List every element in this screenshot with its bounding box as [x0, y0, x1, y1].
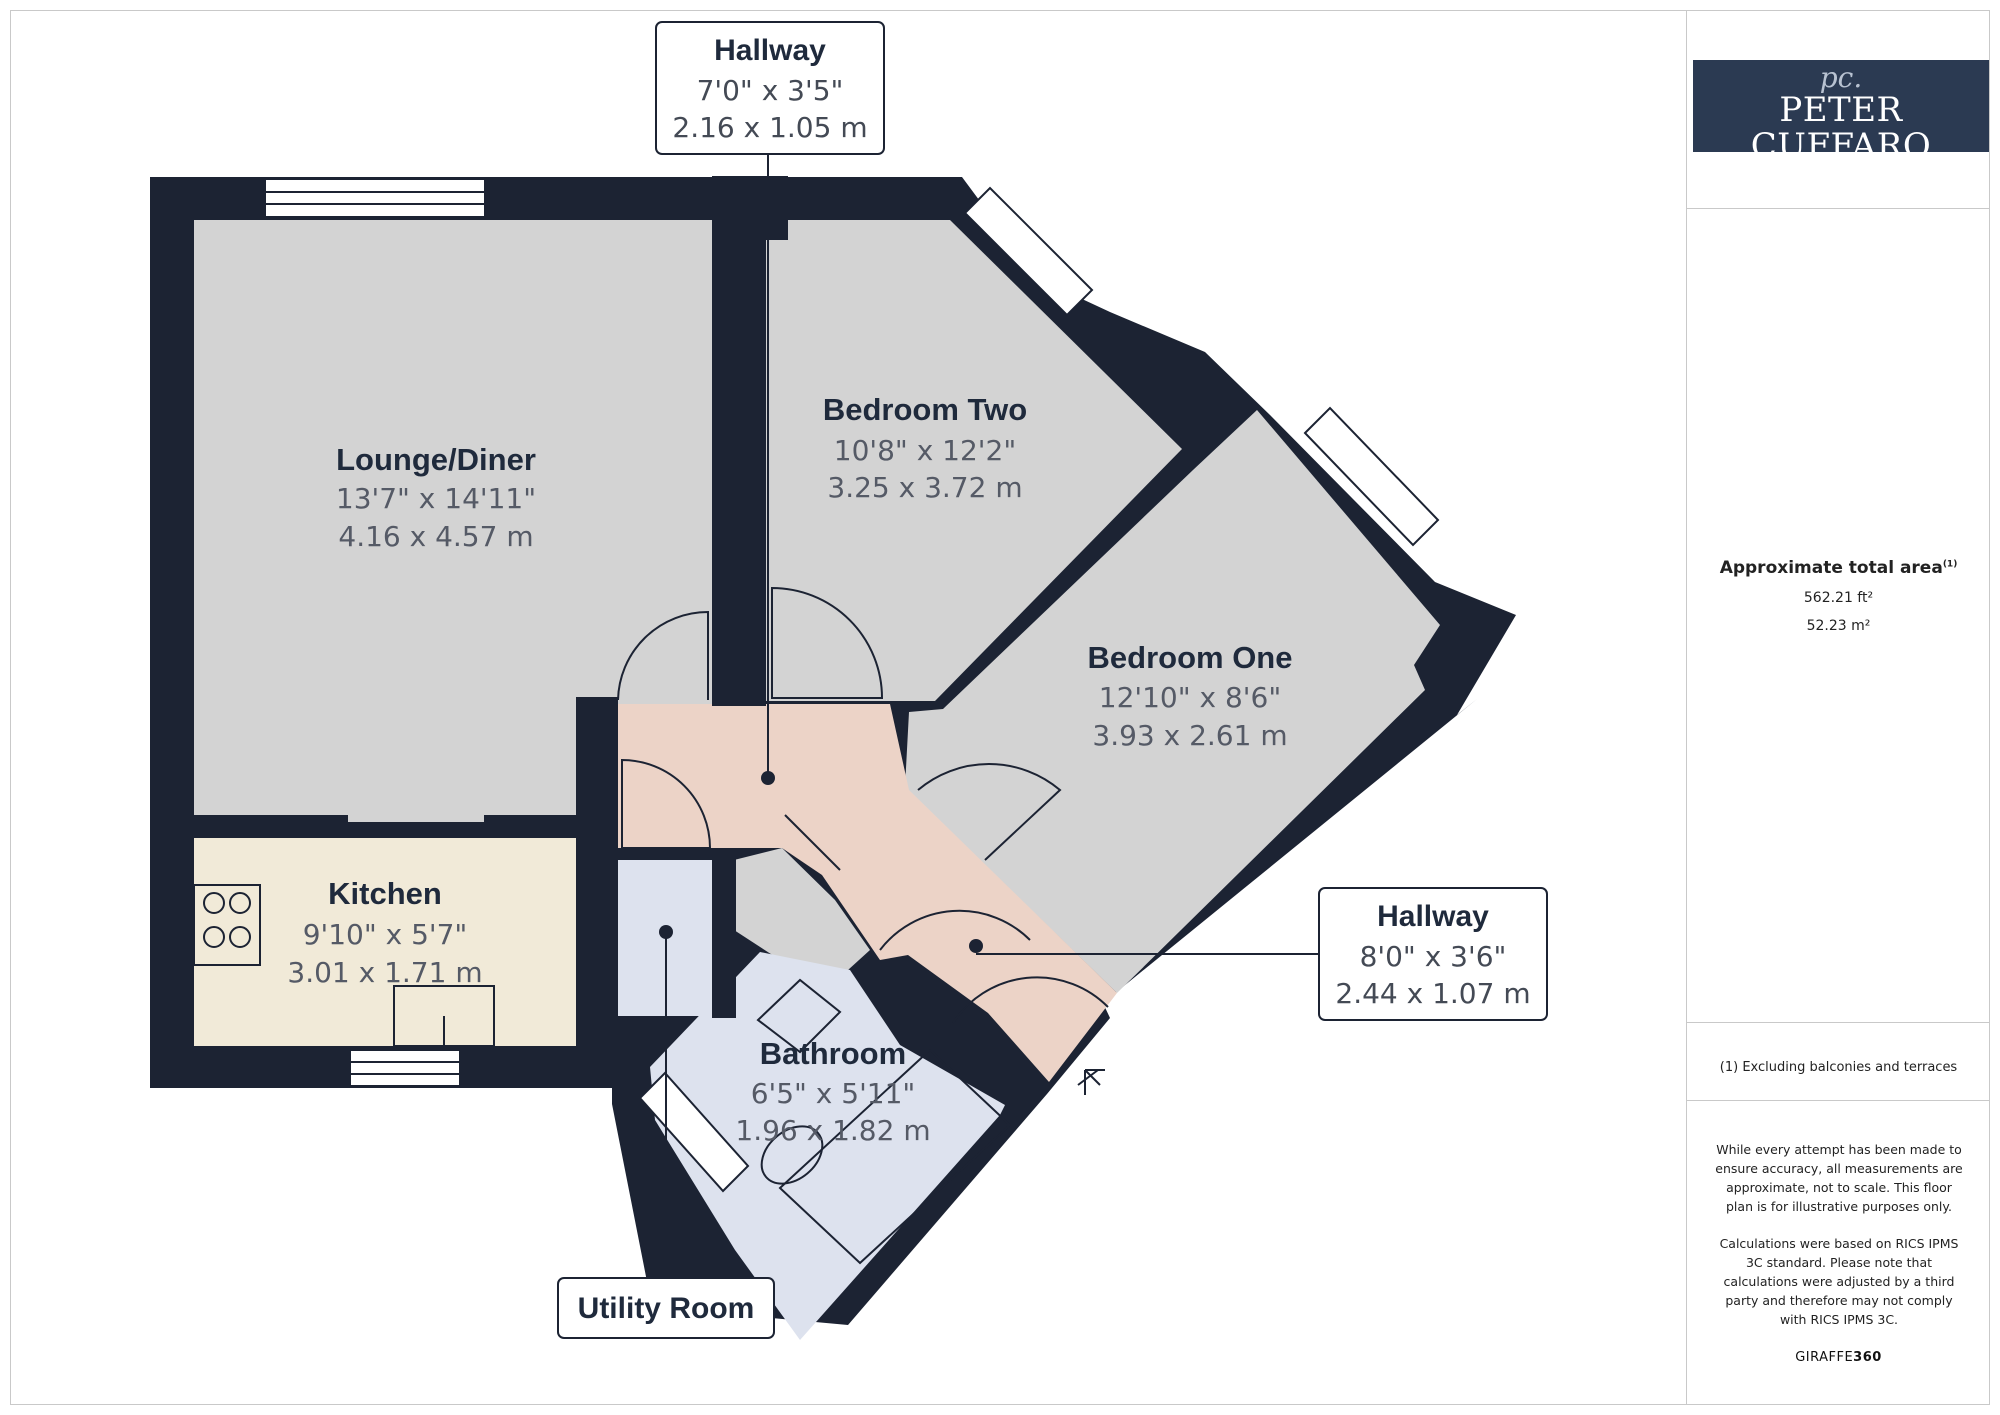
- door-bedroom-two: [771, 586, 884, 699]
- callout-leaders: [665, 154, 1318, 1280]
- kitchen-floor: [194, 838, 576, 1046]
- area-sqm: 52.23 m²: [1806, 618, 1871, 634]
- sidebar-divider-2: [1687, 1022, 1990, 1023]
- door-hall-inner: [879, 909, 1031, 951]
- label-bedroom-two-name: Bedroom Two: [823, 392, 1027, 427]
- label-lounge-imperial: 13'7" x 14'11": [336, 482, 536, 515]
- callout-hallway-right: Hallway 8'0" x 3'6" 2.44 x 1.07 m: [1318, 887, 1548, 1021]
- sidebar-divider-3: [1687, 1100, 1990, 1101]
- disclaimer-rics: Calculations were based on RICS IPMS 3C …: [1719, 1236, 1959, 1327]
- label-kitchen-metric: 3.01 x 1.71 m: [287, 956, 482, 989]
- door-entrance: [952, 976, 1109, 1024]
- bathroom-floor: [650, 952, 1005, 1340]
- label-bedroom-two-imperial: 10'8" x 12'2": [834, 434, 1016, 467]
- label-lounge-metric: 4.16 x 4.57 m: [338, 520, 533, 553]
- callout-utility-name: Utility Room: [578, 1292, 755, 1325]
- callout-hallway-right-name: Hallway: [1377, 900, 1489, 933]
- door-bathroom: [784, 814, 841, 871]
- callout-utility: Utility Room: [557, 1277, 775, 1339]
- agent-logo: pc. PETER CUFFARO ESTATE AGENTS: [1693, 60, 1989, 179]
- toilet: [760, 1125, 824, 1185]
- exclusion-note: (1) Excluding balconies and terraces: [1719, 1060, 1958, 1075]
- window-kitchen: [349, 1049, 461, 1087]
- logo-mark: pc.: [1819, 61, 1863, 94]
- hob-ring-1: [203, 892, 225, 914]
- hob: [193, 884, 261, 966]
- doors: [617, 586, 1109, 1086]
- window-bedroom-two: [963, 186, 1094, 317]
- brand-part-a: GIRAFFE: [1795, 1350, 1854, 1365]
- callout-hallway-right-imperial: 8'0" x 3'6": [1360, 940, 1507, 973]
- door-bedroom-one: [917, 763, 1062, 861]
- basin: [756, 978, 842, 1054]
- callout-dots: [659, 771, 983, 953]
- label-bedroom-two-metric: 3.25 x 3.72 m: [827, 471, 1022, 504]
- hallway-lower-floor: [734, 848, 870, 990]
- label-bedroom-one-name: Bedroom One: [1088, 640, 1293, 675]
- door-lounge: [617, 610, 709, 701]
- callout-hallway-right-metric: 2.44 x 1.07 m: [1335, 977, 1530, 1010]
- area-title-text: Approximate total area: [1719, 558, 1943, 578]
- area-sqft: 562.21 ft²: [1803, 590, 1874, 606]
- bathtub: [778, 1048, 1012, 1265]
- area-footnote-mark: (1): [1942, 559, 1958, 570]
- label-lounge-name: Lounge/Diner: [336, 442, 536, 477]
- page-frame: [10, 10, 1990, 1405]
- sidebar: pc. PETER CUFFARO ESTATE AGENTS Approxim…: [1686, 10, 1990, 1405]
- label-bedroom-one-imperial: 12'10" x 8'6": [1099, 681, 1281, 714]
- callout-hallway-top-imperial: 7'0" x 3'5": [697, 74, 844, 107]
- callout-hallway-top-name: Hallway: [714, 34, 826, 67]
- label-bathroom-imperial: 6'5" x 5'11": [751, 1077, 916, 1110]
- logo-name: PETER CUFFARO: [1750, 90, 1932, 166]
- label-kitchen-name: Kitchen: [328, 876, 442, 911]
- callout-hallway-top-metric: 2.16 x 1.05 m: [672, 111, 867, 144]
- giraffe360-brand: GIRAFFE360: [1687, 1350, 1990, 1365]
- disclaimer-accuracy: While every attempt has been made to ens…: [1715, 1142, 1963, 1214]
- hob-ring-3: [203, 926, 225, 948]
- area-block: Approximate total area(1) 562.21 ft² 52.…: [1687, 558, 1990, 634]
- bedroom-one-floor: [905, 410, 1440, 993]
- bathroom-fixtures: [756, 978, 1012, 1265]
- door-utility: [621, 758, 712, 849]
- label-bathroom-metric: 1.96 x 1.82 m: [735, 1114, 930, 1147]
- windows: [264, 178, 1440, 1193]
- area-title: Approximate total area(1): [1687, 558, 1990, 578]
- sidebar-divider-1: [1687, 208, 1990, 209]
- kitchen-fixtures: [193, 884, 495, 1047]
- floor-plan: Lounge/Diner 13'7" x 14'11" 4.16 x 4.57 …: [150, 21, 1548, 1340]
- label-kitchen-imperial: 9'10" x 5'7": [303, 918, 468, 951]
- window-lounge: [264, 178, 486, 218]
- logo-subtitle: ESTATE AGENTS: [1777, 166, 1905, 179]
- hob-ring-2: [229, 892, 251, 914]
- entrance-arrow-icon: [1084, 1069, 1105, 1095]
- label-bedroom-one-metric: 3.93 x 2.61 m: [1092, 719, 1287, 752]
- internal-walls: [194, 176, 788, 1067]
- label-bathroom-name: Bathroom: [760, 1036, 906, 1071]
- disclaimer: While every attempt has been made to ens…: [1715, 1140, 1963, 1347]
- window-bedroom-one: [1303, 406, 1440, 547]
- brand-part-b: 360: [1853, 1350, 1882, 1365]
- callout-hallway-top: Hallway 7'0" x 3'5" 2.16 x 1.05 m: [655, 21, 885, 155]
- hob-ring-4: [229, 926, 251, 948]
- lounge-floor: [194, 220, 712, 822]
- bedroom-two-floor: [766, 220, 1182, 701]
